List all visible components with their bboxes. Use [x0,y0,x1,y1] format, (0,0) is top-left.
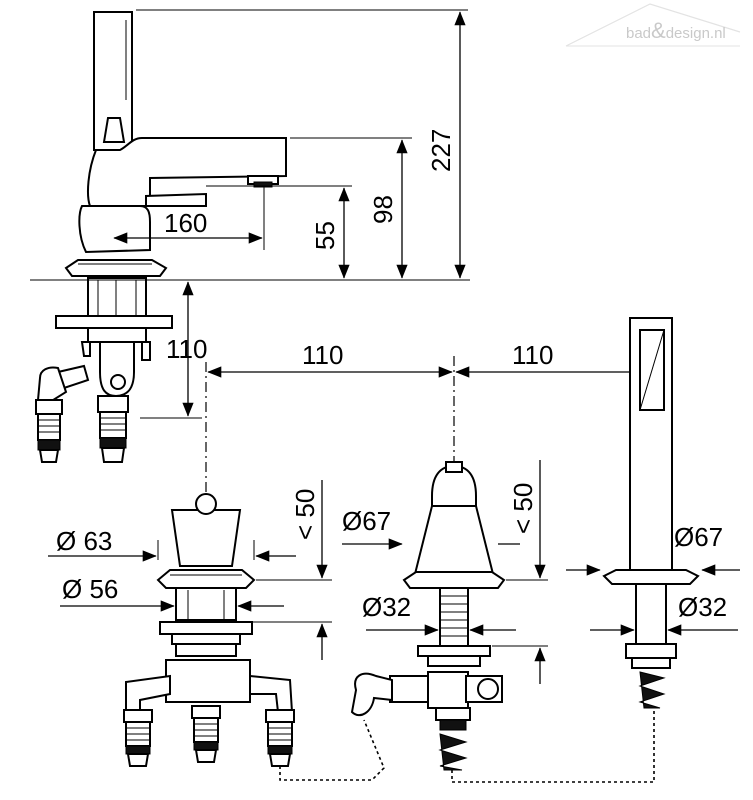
diverter-dimensions: Ø67 Ø32 < 50 [342,460,548,684]
reach-label: 160 [164,208,207,238]
valve-flange-label: Ø 56 [62,574,118,604]
hand-shower-front-view [602,317,700,709]
spacing-left-label: 110 [302,340,343,370]
height-spout-label: 98 [368,195,398,224]
spacing-right-label: 110 [512,340,553,370]
shower-hole-label: Ø32 [678,592,727,622]
side-view-dimensions: 227 98 55 160 110 [30,9,470,419]
watermark-prefix: bad [626,25,651,42]
watermark-suffix: design.nl [666,25,726,42]
valve-dimensions: Ø 63 Ø 56 < 50 [48,480,332,660]
depth-below-label: 110 [166,334,207,364]
valve-height-label: < 50 [290,489,320,540]
valve-rosette-label: Ø 63 [56,526,112,556]
center-lines [205,356,455,500]
diverter-rosette-label: Ø67 [342,506,391,536]
svg-text:bad&design.nl: bad&design.nl [626,18,726,43]
mixer-side-view [35,11,287,463]
watermark-ampersand: & [651,18,666,43]
shower-rosette-label: Ø67 [674,522,723,552]
hose-connections [279,708,655,783]
mixing-valve-front-view [123,493,295,767]
spacing-dimensions: 110 110 [207,340,649,378]
diverter-hole-label: Ø32 [362,592,411,622]
diverter-height-label: < 50 [508,483,538,534]
diverter-front-view [350,461,506,771]
height-total-label: 227 [426,129,456,172]
height-lever-label: 55 [310,221,340,250]
hand-shower-dimensions: Ø67 Ø32 [566,522,740,636]
watermark-logo: bad&design.nl [565,3,741,47]
